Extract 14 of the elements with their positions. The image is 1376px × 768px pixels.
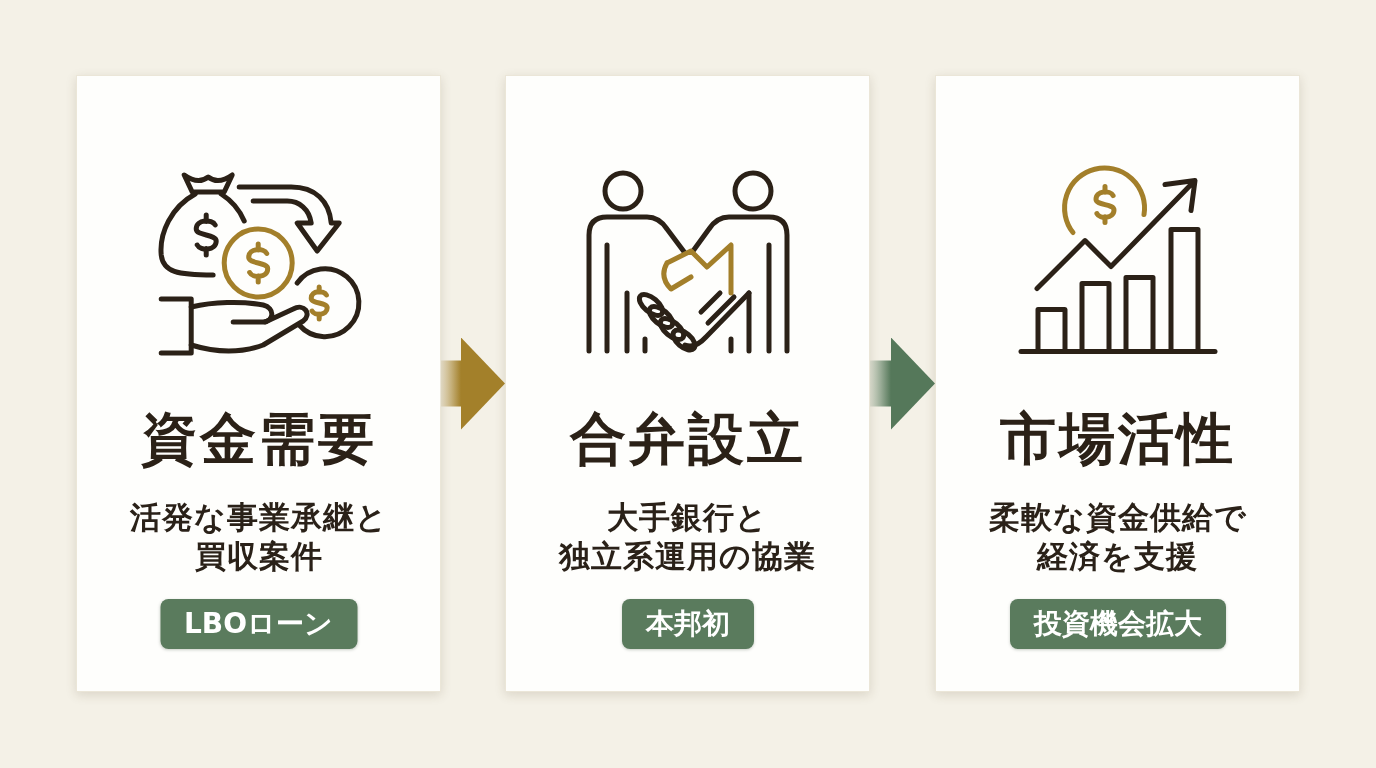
tag-badge: 本邦初 <box>621 599 754 649</box>
step-card <box>935 75 1300 692</box>
step-title: 合弁設立 <box>569 406 806 470</box>
step-title: 市場活性 <box>999 406 1236 470</box>
arrow <box>441 337 505 430</box>
tag-badge: 投資機会拡大 <box>1009 599 1226 649</box>
step-card <box>505 75 870 692</box>
step-title: 資金需要 <box>140 406 377 470</box>
step-card <box>76 75 441 692</box>
step-description: 活発な事業承継と買収案件 <box>128 498 389 576</box>
step-description: 柔軟な資金供給で経済を支援 <box>987 498 1248 576</box>
tag-badge: LBOローン <box>160 599 357 649</box>
step-description: 大手銀行と独立系運用の協業 <box>557 498 817 576</box>
arrow <box>870 337 935 430</box>
